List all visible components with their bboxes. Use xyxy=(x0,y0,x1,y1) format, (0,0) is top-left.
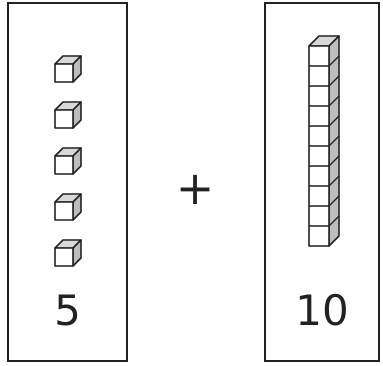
ten-rod xyxy=(309,36,339,246)
unit-cubes-group xyxy=(9,4,130,284)
tens-number: 10 xyxy=(266,286,378,336)
ones-card: 5 xyxy=(7,2,128,362)
unit-cube xyxy=(55,148,81,174)
unit-cube xyxy=(55,56,81,82)
tens-card: 10 xyxy=(264,2,380,362)
ones-number: 5 xyxy=(9,286,126,336)
unit-cube xyxy=(55,102,81,128)
unit-cube xyxy=(55,240,81,266)
ten-rod-group xyxy=(266,4,382,284)
unit-cube xyxy=(55,194,81,220)
plus-sign: + xyxy=(170,160,220,216)
